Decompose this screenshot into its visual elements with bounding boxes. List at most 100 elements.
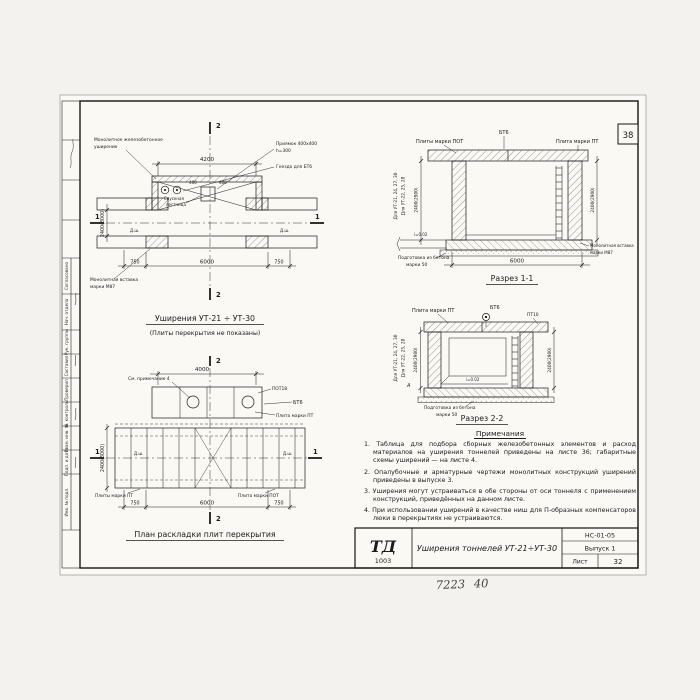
label-bt6: БТ6 <box>293 400 303 406</box>
label-pit: Приямок 400х400 <box>276 141 317 147</box>
label-monolithic-insert: Монолитная вставка <box>90 277 138 283</box>
expansion-joint-mark: Д.ш. <box>283 451 292 456</box>
publisher-logo: ТД <box>370 537 397 556</box>
dim-400: 400 <box>189 180 197 185</box>
expansion-joint-mark: Д.ш. <box>280 228 289 233</box>
label-concrete-prep: марки 50 <box>406 262 427 268</box>
rotated-dim: 2400(2900) <box>590 187 596 213</box>
dim-6000: 6000 <box>510 259 525 265</box>
stamp-label: Инв. № подл. <box>64 488 69 517</box>
concrete-prep-layer <box>417 396 555 403</box>
floor-slab <box>445 239 593 251</box>
rotated-dim: 2400(2900) <box>547 347 553 373</box>
hatch-opening <box>241 395 255 409</box>
stamp-labels: Согласовано Нач. отдела Рук. группы Сост… <box>64 262 69 517</box>
label-pt-slab: Плита марки ПТ <box>276 413 314 419</box>
plan1-subtitle: (Плиты перекрытия не показаны) <box>150 330 261 337</box>
socket-marker <box>160 185 170 195</box>
section-marker-1: 1 <box>315 213 320 221</box>
concrete-prep-layer <box>439 249 599 257</box>
label-concrete-prep: марки 50 <box>436 412 457 418</box>
label-pt-slab: Плита марки ПТ <box>412 308 455 314</box>
rotated-dim: 2400(2900) <box>413 347 419 373</box>
pit-square <box>200 186 216 202</box>
hatch-opening <box>186 395 200 409</box>
section-marker-1: 1 <box>313 448 318 456</box>
label-pot-slabs: Плиты марки ПОТ <box>416 139 464 145</box>
section-marker-2: 2 <box>216 515 221 523</box>
note-item-2: 2. Опалубочные и арматурные чертежи моно… <box>364 468 636 484</box>
slab-layout-plan: 2 2 1 1 4000 750 6000 750 2400(3000) Д.ш… <box>90 356 322 541</box>
rotated-type-note: Для УТ-21, 24, 27, 30 <box>393 334 399 381</box>
label-pt-slab: Плита марки ПТ <box>556 139 599 145</box>
document-title: Уширения тоннелей УТ-21÷УТ-30 <box>417 544 557 553</box>
plan-widening-drawing: 2 2 1 1 4200 400 400 750 6000 750 2400(3… <box>90 122 324 337</box>
section1-title: Разрез 1-1 <box>491 274 534 283</box>
plan2-labels: См. примечание 4 ПОТ18 БТ6 Плита марки П… <box>95 376 314 499</box>
axis-letter: А <box>406 383 411 389</box>
stamp-column: Согласовано Нач. отдела Рук. группы Сост… <box>61 100 81 569</box>
dim-750: 750 <box>274 260 283 266</box>
dim-2400-3000: 2400(3000) <box>100 444 106 472</box>
section-marker-1: 1 <box>95 213 100 221</box>
monolithic-insert <box>145 197 169 211</box>
monolithic-insert <box>245 197 269 211</box>
label-pot-slab: Плита марки ПОТ <box>238 493 279 499</box>
handwritten-signature <box>74 456 77 469</box>
dim-750: 750 <box>130 260 139 266</box>
dim-4200: 4200 <box>200 157 215 163</box>
ladder <box>555 166 563 240</box>
stamp-label: Составил <box>64 355 69 376</box>
stamp-label: Подп. и дата <box>64 447 69 476</box>
right-wall <box>567 160 583 241</box>
section-marker-2: 2 <box>216 357 221 365</box>
handwritten-signature <box>74 292 77 306</box>
rotated-type-note: Для УТ-22, 25, 28 <box>401 176 407 215</box>
section-1-1: i=0.02 Для УТ-21, 24, 27, 30 Для УТ-22, … <box>393 130 634 285</box>
monolithic-insert <box>145 235 169 249</box>
section-2-2: i=0.02 А Для УТ-21, 24, 27, 30 Для УТ-22… <box>393 305 557 425</box>
notes-heading-text: Примечания <box>473 429 527 439</box>
stamp-label: Н. контроль <box>64 400 69 427</box>
label-pit: h=300 <box>276 148 291 154</box>
label-monolithic-insert: марки М87 <box>590 250 613 255</box>
section-marker-2: 2 <box>216 291 221 299</box>
section-marker-2: 2 <box>216 122 221 130</box>
rotated-dim: 2400(2900) <box>414 187 420 213</box>
label-monolithic-widening: уширение <box>94 145 118 150</box>
floor-slab <box>423 387 549 398</box>
stamp-label: Взам. инв. № <box>64 423 69 452</box>
slope-label: i=0.02 <box>466 377 480 382</box>
dim-4000: 4000 <box>195 367 210 373</box>
handwritten-number-left: 7223 <box>436 577 466 592</box>
handwritten-numbers: 7223 40 <box>436 576 489 592</box>
stamp-label: Проверил <box>64 379 69 401</box>
plan2-title: План раскладки плит перекрытия <box>134 530 276 539</box>
widening-wall <box>151 175 263 183</box>
monolithic-insert <box>245 235 269 249</box>
label-concrete-prep: Подготовка из бетона <box>398 254 450 261</box>
label-socket: Гнездо для БТ6 <box>276 164 312 170</box>
label-pot18: ПОТ18 <box>272 386 287 392</box>
sheet-number: 32 <box>614 558 623 566</box>
label-ladder: лестница <box>166 202 186 207</box>
socket-marker <box>172 185 182 195</box>
dim-750: 750 <box>274 501 283 507</box>
handwritten-number-right: 40 <box>473 576 489 591</box>
label-bt6: БТ6 <box>499 130 509 136</box>
label-pt10: ПТ10 <box>527 312 539 318</box>
tunnel-wall-bottom <box>96 235 318 249</box>
stamp-label: Рук. группы <box>64 329 69 355</box>
dim-6000: 6000 <box>200 260 215 266</box>
right-wall <box>519 331 534 389</box>
label-pt-slabs: Плиты марки ПТ <box>95 493 133 499</box>
ladder <box>511 336 519 388</box>
handwritten-signature <box>74 354 77 367</box>
note-item-4: 4. При использовании уширений в качестве… <box>364 507 636 523</box>
document-code: НС-01-05 <box>585 532 615 540</box>
label-monolithic-insert: марки М87 <box>90 284 115 290</box>
handwritten-signature <box>74 407 77 421</box>
plan1-title: Уширения УТ-21 ÷ УТ-30 <box>155 314 255 323</box>
